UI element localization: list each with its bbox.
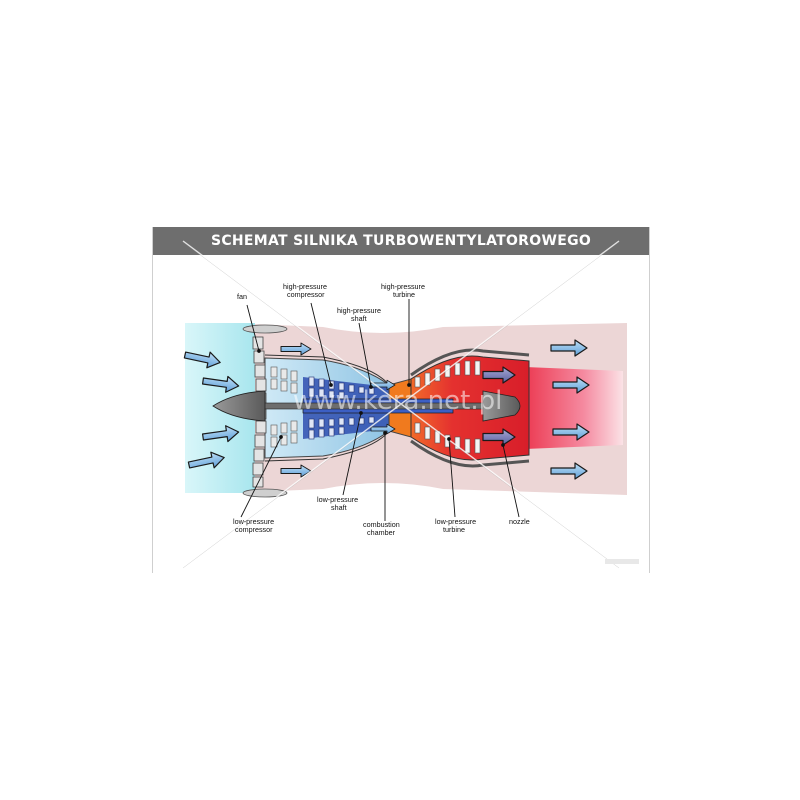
label-lp-compressor: compressor: [235, 525, 273, 534]
title-bar: SCHEMAT SILNIKA TURBOWENTYLATOROWEGO: [153, 227, 649, 255]
lp-compressor-blades: [270, 366, 298, 448]
leader-lines: [240, 299, 520, 521]
label-lp-turbine: turbine: [443, 525, 465, 534]
label-hp-turbine: turbine: [393, 290, 415, 299]
publisher-logo: [605, 559, 639, 564]
watermark-cross-shadow: [182, 241, 620, 569]
label-hp-turbine: high-pressure: [381, 282, 425, 291]
diagram-poster: SCHEMAT SILNIKA TURBOWENTYLATOROWEGO: [152, 227, 650, 573]
nacelle-lip-bottom: [242, 488, 288, 498]
tail-cone: [482, 390, 521, 422]
label-hp-compressor: compressor: [287, 290, 325, 299]
label-hp-shaft: shaft: [351, 314, 367, 323]
label-fan: fan: [237, 292, 247, 301]
label-lp-shaft: shaft: [331, 503, 347, 512]
label-hp-shaft: high-pressure: [337, 306, 381, 315]
label-nozzle: nozzle: [509, 517, 530, 526]
label-lp-compressor: low-pressure: [233, 517, 274, 526]
engine-diagram: www.kera.net.pl fan high-pressure compre…: [182, 240, 627, 569]
turbine-blades: [414, 360, 481, 454]
diagram-title: SCHEMAT SILNIKA TURBOWENTYLATOROWEGO: [210, 233, 592, 249]
label-lp-turbine: low-pressure: [435, 517, 476, 526]
watermark-cross: [182, 240, 620, 568]
label-lp-shaft: low-pressure: [317, 495, 358, 504]
label-hp-compressor: high-pressure: [283, 282, 327, 291]
exhaust-plume: [525, 367, 623, 449]
label-combustion-chamber: combustion: [363, 520, 400, 529]
nacelle-lip-top: [242, 324, 288, 334]
nose-spinner: [212, 390, 266, 422]
label-combustion-chamber: chamber: [367, 528, 396, 537]
